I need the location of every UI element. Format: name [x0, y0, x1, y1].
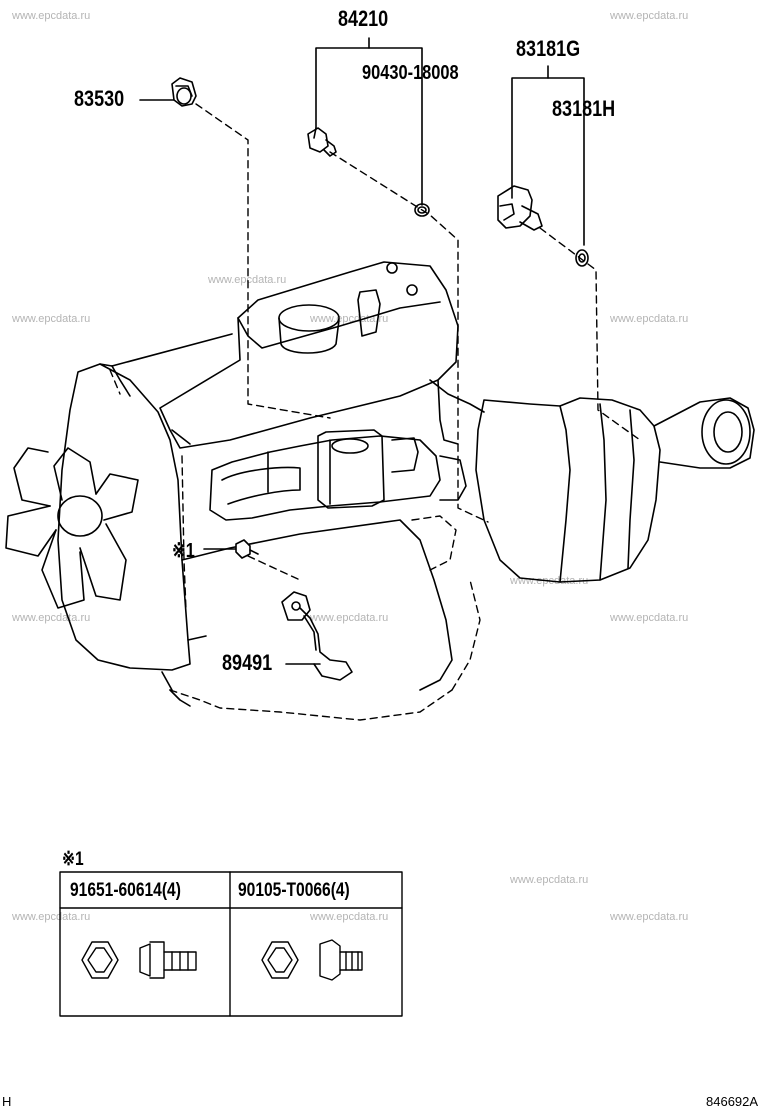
temperature-sender-icon: [307, 127, 337, 157]
leader-lines: [139, 37, 585, 665]
callout-83181h: 83181H: [552, 96, 616, 121]
watermark: www.epcdata.ru: [610, 911, 689, 923]
watermark: www.epcdata.ru: [610, 612, 689, 624]
illustration-number: 846692A: [706, 1094, 759, 1109]
callout-90430-18008: 90430-18008: [362, 62, 459, 84]
callout-mark-1: ※1: [172, 540, 195, 562]
gasket-washer-icon: [414, 203, 430, 217]
engine-block: [5, 261, 755, 707]
dashed-connections: [109, 103, 641, 721]
bolt-icon: [235, 539, 259, 559]
watermark: www.epcdata.ru: [12, 612, 91, 624]
detail-table-mark: ※1: [62, 849, 84, 870]
callout-83181g: 83181G: [516, 36, 581, 61]
sensor-washer-icon: [575, 249, 589, 267]
detail-table-header-left: 91651-60614(4): [70, 880, 181, 901]
watermark: www.epcdata.ru: [310, 612, 389, 624]
callout-89491: 89491: [222, 650, 273, 675]
watermark: www.epcdata.ru: [12, 911, 91, 923]
speed-sensor-icon: [497, 185, 543, 231]
watermark: www.epcdata.ru: [610, 313, 689, 325]
watermark: www.epcdata.ru: [208, 274, 287, 286]
knock-sensor-icon: [281, 591, 353, 681]
watermark: www.epcdata.ru: [310, 313, 389, 325]
corner-code-left: H: [2, 1094, 12, 1109]
watermark: www.epcdata.ru: [610, 10, 689, 22]
oil-pressure-switch-icon: [171, 77, 197, 107]
watermark: www.epcdata.ru: [12, 313, 91, 325]
callout-83530: 83530: [74, 86, 125, 111]
detail-table: [59, 871, 403, 1017]
watermark: www.epcdata.ru: [12, 10, 91, 22]
watermark: www.epcdata.ru: [310, 911, 389, 923]
watermark: www.epcdata.ru: [510, 874, 589, 886]
detail-table-header-right: 90105-T0066(4): [238, 880, 350, 901]
callout-84210: 84210: [338, 6, 389, 31]
